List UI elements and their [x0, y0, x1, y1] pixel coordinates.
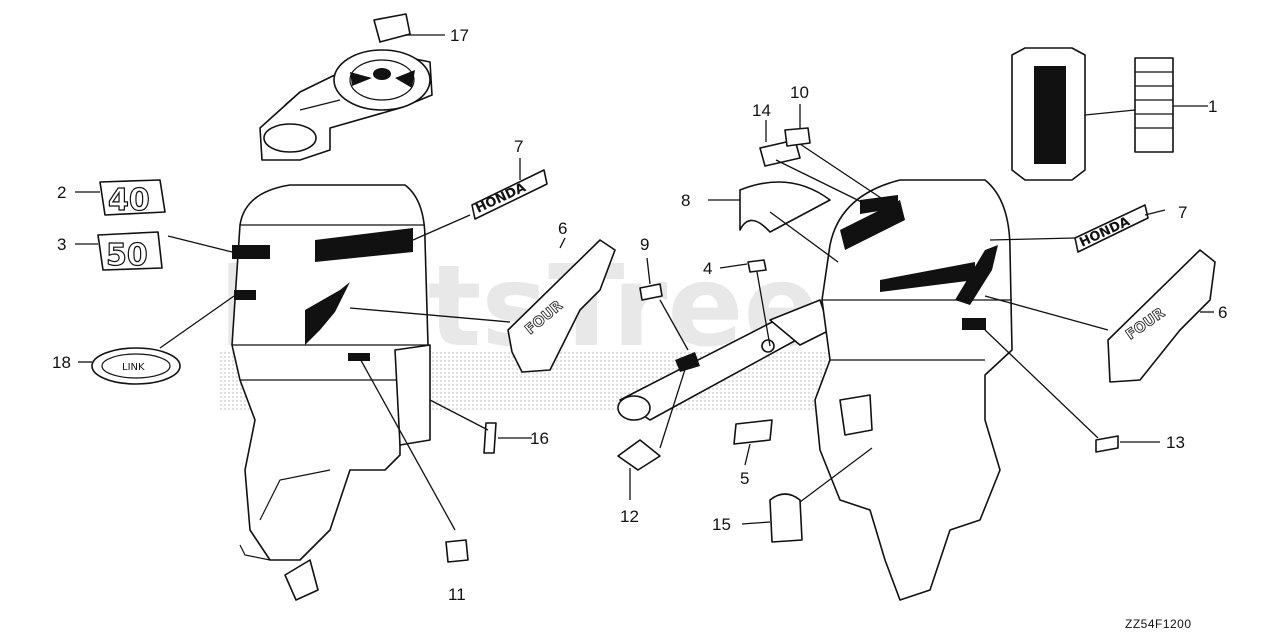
callout-6-left: 6: [558, 219, 567, 238]
emblem-four-right: FOUR: [1107, 249, 1216, 383]
label-14-illustration: [759, 139, 801, 167]
callout-13: 13: [1166, 433, 1185, 452]
label-5-illustration: [733, 419, 773, 445]
label-15-illustration: [769, 493, 803, 543]
callout-12: 12: [620, 507, 639, 526]
label-12-illustration: [617, 439, 661, 471]
emblem-honda-right: HONDA: [1074, 204, 1149, 253]
callout-10: 10: [790, 83, 809, 102]
callout-9: 9: [640, 235, 649, 254]
label-16-illustration: [483, 422, 497, 454]
oval-badge-text: LINK: [122, 362, 145, 373]
top-cover-illustration: [259, 49, 433, 161]
callout-8: 8: [681, 191, 690, 210]
label-4-illustration: [747, 259, 767, 273]
callout-17: 17: [450, 26, 469, 45]
leader-lines: [75, 104, 1214, 531]
callout-11: 11: [448, 585, 466, 604]
callout-3: 3: [57, 235, 66, 254]
callout-4: 4: [703, 259, 712, 278]
label-11-illustration: [445, 539, 469, 563]
emblem-oval: LINK: [91, 347, 181, 385]
right-outboard-motor: [814, 179, 1013, 601]
emblem-40: 40: [99, 179, 166, 219]
label-17-illustration: [373, 13, 445, 43]
callout-15: 15: [712, 515, 731, 534]
callout-numbers: 2 3 18 17 7 6 16 11 9 12 5 4 8 14 10 15 …: [52, 26, 1227, 604]
label-13-illustration: [1095, 435, 1119, 453]
honda-right-text: HONDA: [1077, 214, 1132, 250]
callout-16: 16: [530, 429, 549, 448]
label-1-illustration: [1011, 47, 1174, 181]
honda-left-text: HONDA: [473, 180, 528, 216]
emblem-40-text: 40: [108, 183, 150, 218]
engine-cover-panel-8: [739, 181, 831, 233]
callout-2: 2: [57, 183, 66, 202]
callout-6-right: 6: [1218, 303, 1227, 322]
emblem-50: 50: [97, 231, 163, 274]
emblem-50-text: 50: [106, 238, 148, 273]
callout-14: 14: [752, 101, 771, 120]
callout-7-right: 7: [1178, 203, 1187, 222]
figure-code: ZZ54F1200: [1125, 617, 1192, 631]
emblem-honda-left: HONDA: [471, 169, 548, 220]
callout-18: 18: [52, 353, 71, 372]
callout-5: 5: [740, 469, 749, 488]
left-outboard-motor: [231, 184, 431, 601]
callout-7-left: 7: [514, 137, 523, 156]
label-10-illustration: [784, 127, 811, 147]
callout-1: 1: [1208, 97, 1217, 116]
label-9-illustration: [639, 283, 663, 301]
